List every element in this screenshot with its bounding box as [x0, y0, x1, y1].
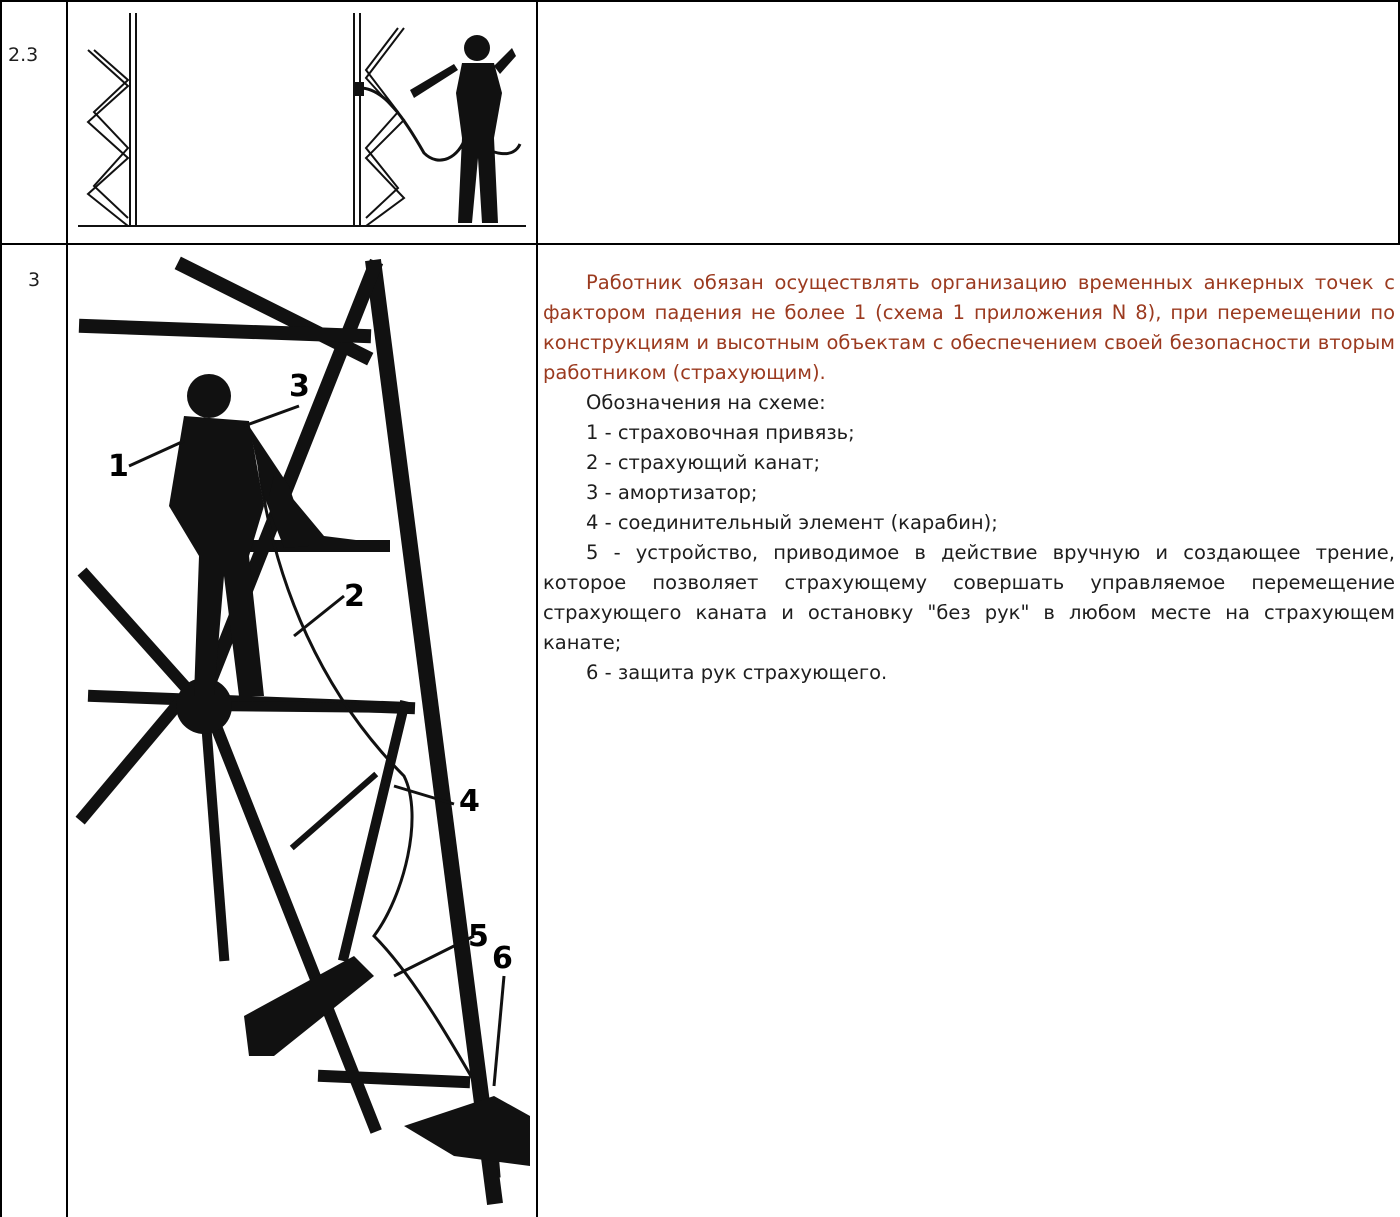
legend-item: 5 - устройство, приводимое в действие вр… [543, 541, 1395, 654]
row-number: 3 [28, 269, 41, 291]
table-divider-figure [536, 0, 538, 1217]
instruction-text: Работник обязан осуществлять организацию… [543, 268, 1395, 688]
legend-item: 1 - страховочная привязь; [586, 421, 855, 444]
figure-label-5: 5 [468, 919, 489, 954]
figure-label-3: 3 [289, 369, 310, 404]
table-border-left [0, 0, 2, 1217]
main-paragraph: Работник обязан осуществлять организацию… [543, 271, 1395, 384]
legend-title: Обозначения на схеме: [586, 391, 826, 414]
legend-item: 4 - соединительный элемент (карабин); [586, 511, 998, 534]
figure-label-2: 2 [344, 579, 365, 614]
worker-climbing-tower-illustration: 1 2 3 4 5 6 [75, 256, 530, 1205]
table-row-separator [0, 243, 1400, 245]
legend-item: 6 - защита рук страхующего. [586, 661, 888, 684]
table-border-top [0, 0, 1400, 2]
legend-item: 2 - страхующий канат; [586, 451, 821, 474]
figure-label-6: 6 [492, 941, 513, 976]
row-number: 2.3 [8, 44, 39, 66]
figure-label-1: 1 [108, 449, 129, 484]
table-border-right [1398, 0, 1400, 245]
table-divider-number [66, 0, 68, 1217]
figure-label-4: 4 [459, 784, 480, 819]
worker-with-lanyard-illustration [78, 13, 526, 227]
legend-item: 3 - амортизатор; [586, 481, 758, 504]
